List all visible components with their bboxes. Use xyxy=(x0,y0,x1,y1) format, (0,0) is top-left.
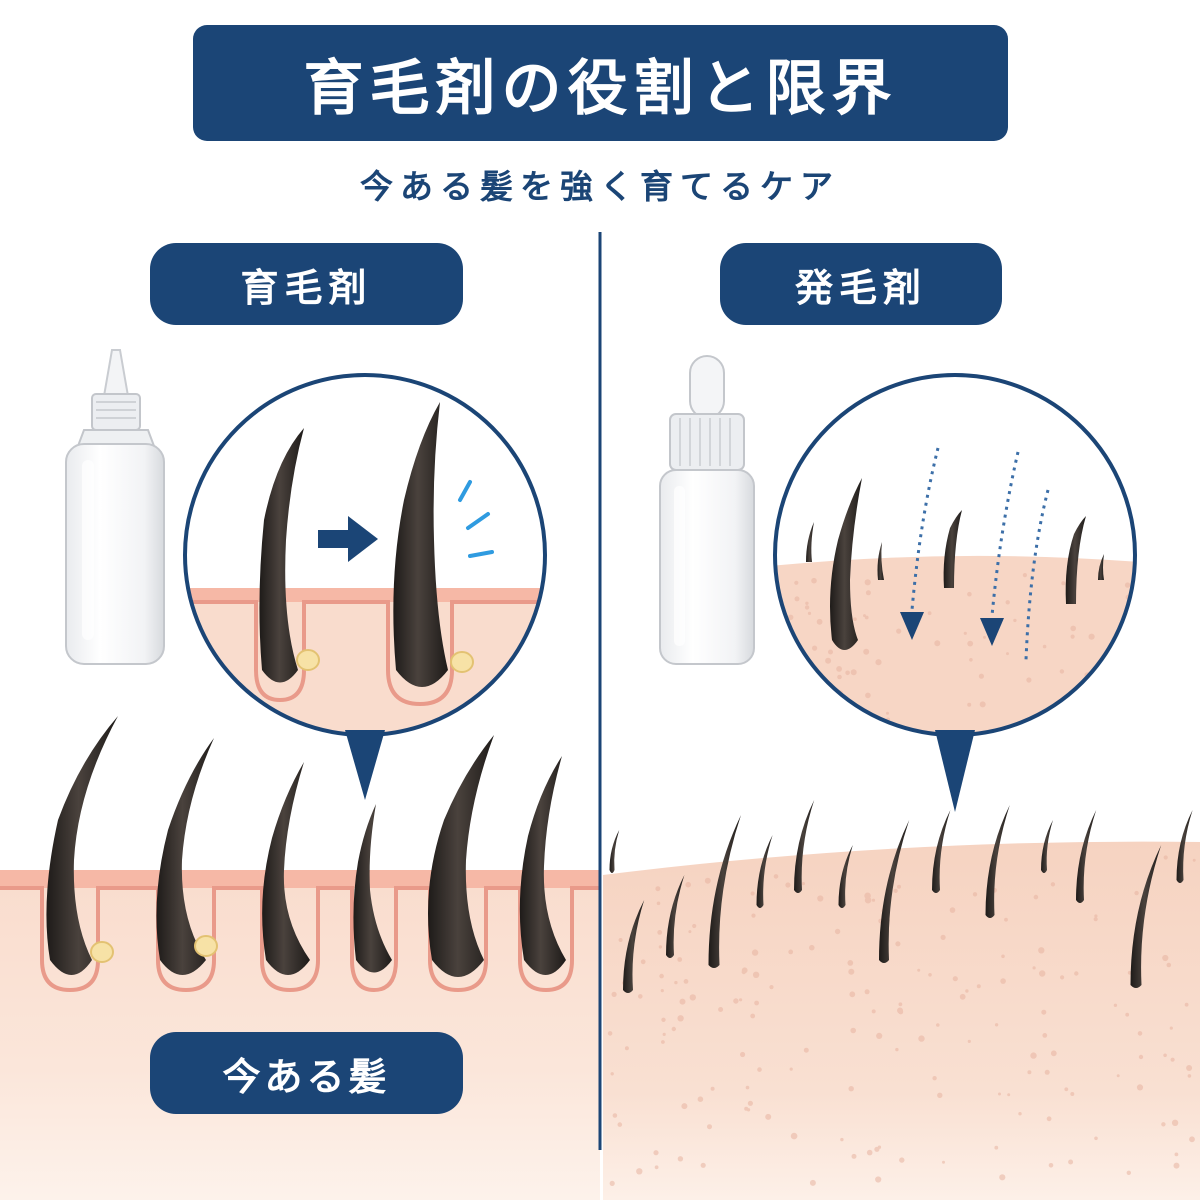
title-banner: 育毛剤の役割と限界 xyxy=(193,25,1008,141)
label-hair-growth-tonic: 育毛剤 xyxy=(150,243,463,325)
magnify-circle-right xyxy=(773,373,1137,812)
page-title: 育毛剤の役割と限界 xyxy=(303,53,898,124)
scalp-pores xyxy=(607,855,1196,1186)
bottle-icon xyxy=(65,349,165,665)
arrow-down-icon xyxy=(900,612,1004,646)
scalp-surface xyxy=(603,800,1200,1200)
hair-row-left xyxy=(46,716,566,977)
label-hair-regrowth-agent-text: 発毛剤 xyxy=(794,265,927,310)
shine-marks xyxy=(458,480,494,558)
label-hair-regrowth-agent: 発毛剤 xyxy=(720,243,1002,325)
label-hair-growth-tonic-text: 育毛剤 xyxy=(240,265,373,310)
label-existing-hair-text: 今ある髪 xyxy=(222,1054,391,1099)
label-existing-hair: 今ある髪 xyxy=(150,1032,463,1114)
page-subtitle: 今ある髪を強く育てるケア xyxy=(360,167,840,206)
arrow-right-icon xyxy=(318,516,378,562)
magnify-circle-left xyxy=(183,373,547,800)
sebaceous-glands-left xyxy=(90,935,218,963)
dropper-bottle-icon xyxy=(659,355,755,665)
hair-row-right xyxy=(609,800,1193,993)
